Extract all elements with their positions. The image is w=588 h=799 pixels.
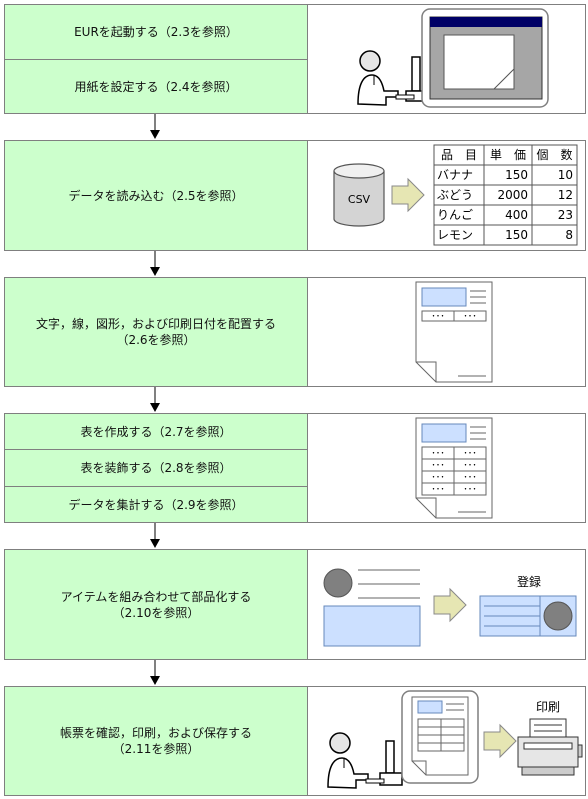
right-arrow-icon — [483, 723, 517, 759]
table-cell: 150 — [505, 168, 528, 182]
parts-items-icon — [323, 568, 421, 647]
step-3-text: 文字，線，図形，および印刷日付を配置する （2.6を参照） — [35, 317, 276, 347]
table-cell: 400 — [505, 208, 528, 222]
step-4-decorate-text: 表を装飾する（2.8を参照） — [80, 460, 232, 475]
step-4: 表を作成する（2.7を参照） 表を装飾する（2.8を参照） データを集計する（2… — [4, 413, 586, 523]
table-cell: 2000 — [497, 188, 528, 202]
svg-text:･･･: ･･･ — [431, 312, 445, 322]
svg-text:･･･: ･･･ — [431, 473, 445, 483]
table-header-cell: 単 価 — [490, 148, 526, 162]
svg-text:･･･: ･･･ — [431, 485, 445, 495]
table-cell: 150 — [505, 228, 528, 242]
user-at-computer-icon — [357, 50, 429, 106]
step-2-text: データを読み込む（2.5を参照） — [68, 188, 244, 203]
table-cell: 23 — [558, 208, 573, 222]
table-form-icon: ･･･ ･･･ ･･･ ･･･ ･･･ ･･･ ･･･ ･･･ — [415, 417, 493, 519]
table-header-cell: 個 数 — [536, 147, 572, 162]
table-cell: 8 — [565, 228, 573, 242]
user-at-computer-icon — [327, 732, 403, 789]
step-1: EURを起動する（2.3を参照） 用紙を設定する（2.4を参照） — [4, 4, 586, 114]
step-1-launch-text: EURを起動する（2.3を参照） — [74, 25, 238, 39]
step-2: データを読み込む（2.5を参照） CSV 品 目単 価個 数バナナ 150 10 ぶど… — [4, 140, 586, 251]
step-3-illustration: ･･･ ･･･ — [308, 278, 585, 386]
right-arrow-icon — [391, 177, 425, 213]
svg-text:･･･: ･･･ — [463, 461, 477, 471]
csv-data-table: 品 目単 価個 数バナナ 150 10 ぶどう 2000 12 りんご 400 23 レモン 150… — [433, 144, 578, 246]
csv-label: CSV — [348, 193, 371, 206]
step-4-illustration: ･･･ ･･･ ･･･ ･･･ ･･･ ･･･ ･･･ ･･･ — [308, 414, 585, 522]
step-5-illustration: 登録 — [308, 550, 585, 659]
table-cell: りんご — [437, 207, 473, 222]
table-border — [433, 144, 578, 246]
step-3: 文字，線，図形，および印刷日付を配置する （2.6を参照） ･･･ ･･･ — [4, 277, 586, 387]
title-bar — [430, 17, 542, 27]
right-arrow-icon — [433, 587, 467, 623]
table-cell: 12 — [558, 188, 573, 202]
svg-text:･･･: ･･･ — [463, 473, 477, 483]
flow-arrow-4 — [150, 523, 160, 548]
table-header-cell: 品 目 — [441, 148, 477, 162]
flow-arrow-3 — [150, 387, 160, 412]
svg-text:･･･: ･･･ — [431, 449, 445, 459]
step-6: 帳票を確認，印刷，および保存する （2.11を参照） — [4, 686, 586, 796]
print-label: 印刷 — [536, 700, 560, 714]
table-cell: レモン — [437, 228, 473, 242]
step-5: アイテムを組み合わせて部品化する （2.10を参照） 登録 — [4, 549, 586, 660]
svg-text:･･･: ･･･ — [431, 461, 445, 471]
step-2-illustration: CSV 品 目単 価個 数バナナ 150 10 ぶどう 2000 12 りんご 400 23 レモ… — [308, 141, 585, 250]
printer-icon — [517, 718, 583, 776]
step-6-illustration: 印刷 — [308, 687, 585, 795]
step-4-create-text: 表を作成する（2.7を参照） — [80, 424, 232, 439]
step-1-illustration — [308, 5, 585, 113]
svg-text:･･･: ･･･ — [463, 485, 477, 495]
registered-part-icon — [479, 595, 577, 637]
svg-text:･･･: ･･･ — [463, 449, 477, 459]
svg-text:･･･: ･･･ — [463, 312, 477, 322]
register-label: 登録 — [517, 574, 541, 589]
step-4-aggregate-text: データを集計する（2.9を参照） — [68, 497, 244, 512]
print-preview-window-icon — [401, 690, 479, 784]
flow-arrow-5 — [150, 660, 160, 685]
table-cell: 10 — [558, 168, 573, 182]
step-1-paper-text: 用紙を設定する（2.4を参照） — [74, 80, 238, 94]
csv-database-icon: CSV — [333, 163, 385, 227]
table-cell: ぶどう — [437, 188, 473, 202]
flow-arrow-2 — [150, 251, 160, 276]
step-5-text: アイテムを組み合わせて部品化する （2.10を参照） — [60, 589, 252, 620]
flow-arrow-1 — [150, 114, 160, 139]
table-cell: バナナ — [437, 168, 473, 182]
step-6-text: 帳票を確認，印刷，および保存する （2.11を参照） — [59, 726, 252, 756]
form-layout-icon: ･･･ ･･･ — [415, 281, 493, 383]
application-window-icon — [421, 8, 549, 108]
